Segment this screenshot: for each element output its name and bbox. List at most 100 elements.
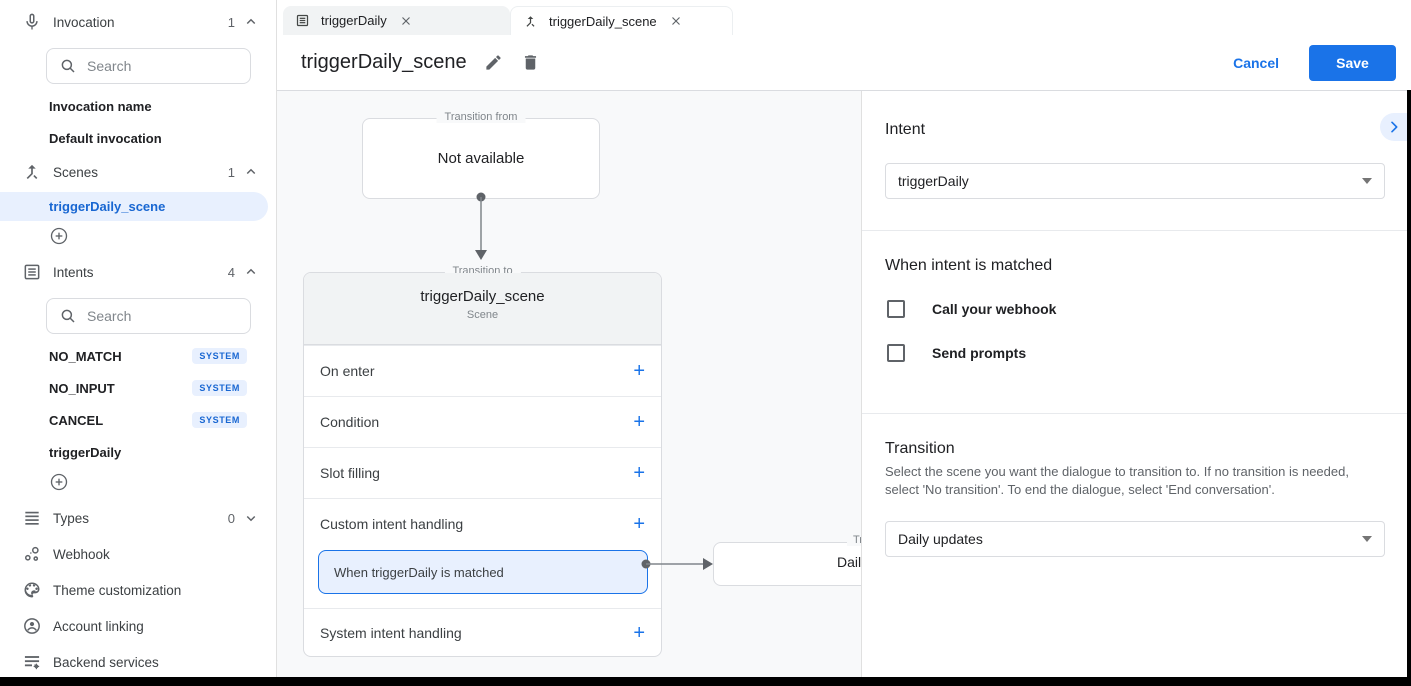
sidebar-item-no-match[interactable]: NO_MATCH SYSTEM [0, 340, 277, 372]
add-condition-button[interactable]: + [633, 411, 645, 433]
scene-node-title: triggerDaily_scene [420, 288, 545, 305]
sidebar-section-types[interactable]: Types 0 [0, 502, 277, 534]
sidebar-item-no-input[interactable]: NO_INPUT SYSTEM [0, 372, 277, 404]
invocation-search [46, 48, 251, 84]
item-label: Default invocation [49, 130, 162, 146]
item-label: Webhook [53, 546, 110, 562]
chevron-up-icon [241, 262, 261, 282]
search-icon [61, 309, 75, 323]
tab-triggerdaily-scene[interactable]: triggerDaily_scene [510, 6, 733, 35]
sidebar-item-default-invocation[interactable]: Default invocation [0, 122, 277, 154]
tab-bar: triggerDaily triggerDaily_scene [283, 6, 733, 35]
target-value-clipped: Dail [837, 554, 861, 570]
plus-circle-icon [50, 227, 68, 245]
section-label: Types [53, 510, 90, 526]
intent-select-value: triggerDaily [898, 173, 969, 189]
sidebar-section-invocation[interactable]: Invocation 1 [0, 6, 277, 38]
row-label: On enter [320, 363, 375, 379]
intent-list-icon [295, 13, 311, 29]
system-badge: SYSTEM [192, 380, 247, 396]
row-label: Slot filling [320, 465, 380, 481]
target-legend-clipped: Tr [847, 534, 861, 546]
cancel-button[interactable]: Cancel [1233, 54, 1279, 71]
transition-target-node-clipped: Tr Dail [713, 534, 861, 589]
intents-search-input[interactable] [87, 308, 240, 324]
intent-select[interactable]: triggerDaily [885, 163, 1385, 199]
palette-icon [20, 578, 44, 602]
chevron-right-icon [1391, 121, 1398, 133]
row-system-intent-handling: System intent handling + [304, 608, 661, 656]
sidebar-item-triggerdaily-scene[interactable]: triggerDaily_scene [0, 192, 268, 221]
dropdown-caret-icon [1362, 178, 1372, 184]
handler-label: When triggerDaily is matched [334, 564, 504, 580]
row-custom-intent-handling: Custom intent handling + [304, 498, 661, 548]
section-label: Intents [53, 264, 94, 280]
collapse-panel-button[interactable] [1380, 113, 1407, 141]
intent-handler-node-selected[interactable]: When triggerDaily is matched [318, 550, 648, 594]
dropdown-caret-icon [1362, 536, 1372, 542]
call-webhook-option[interactable]: Call your webhook [885, 300, 1384, 318]
add-scene-button[interactable] [49, 226, 69, 246]
sidebar-item-cancel-intent[interactable]: CANCEL SYSTEM [0, 404, 277, 436]
section-count: 4 [227, 264, 235, 280]
add-system-intent-button[interactable]: + [633, 621, 645, 644]
close-icon[interactable] [669, 14, 683, 28]
transition-heading: Transition [885, 440, 955, 457]
row-label: System intent handling [320, 624, 462, 641]
transition-help-text: Select the scene you want the dialogue t… [885, 464, 1349, 497]
sidebar-item-backend-services[interactable]: Backend services [0, 646, 277, 678]
system-badge: SYSTEM [192, 348, 247, 364]
row-condition: Condition + [304, 396, 661, 447]
add-on-enter-button[interactable]: + [633, 360, 645, 382]
checkbox-label: Send prompts [932, 345, 1027, 361]
system-badge: SYSTEM [192, 412, 247, 428]
item-label: NO_MATCH [49, 348, 122, 364]
scene-node-header: triggerDaily_scene Scene [304, 273, 661, 345]
sidebar-item-theme-customization[interactable]: Theme customization [0, 574, 277, 606]
custom-intent-section: Custom intent handling + When triggerDai… [304, 498, 661, 594]
delete-icon[interactable] [521, 53, 541, 73]
sidebar-item-webhook[interactable]: Webhook [0, 538, 277, 570]
chevron-down-icon [241, 508, 261, 528]
transition-select[interactable]: Daily updates [885, 521, 1385, 557]
backend-services-icon [20, 650, 44, 674]
add-intent-button[interactable] [49, 472, 69, 492]
checkbox-label: Call your webhook [932, 301, 1057, 317]
mic-icon [20, 10, 44, 34]
scene-node-subtitle: Scene [466, 309, 499, 321]
window-edge-right [1407, 90, 1411, 677]
send-prompts-option[interactable]: Send prompts [885, 344, 1384, 362]
tab-label: triggerDaily_scene [549, 13, 657, 29]
add-custom-intent-button[interactable]: + [633, 512, 645, 535]
sidebar-section-intents[interactable]: Intents 4 [0, 256, 277, 288]
send-prompts-checkbox[interactable] [887, 344, 905, 362]
section-count: 0 [227, 510, 235, 526]
transition-target-box [713, 542, 861, 586]
scene-toolbar: triggerDaily_scene Cancel Save [277, 35, 1411, 90]
account-circle-icon [20, 614, 44, 638]
window-edge-bottom [0, 677, 1411, 686]
item-label: triggerDaily_scene [49, 199, 166, 214]
tab-label: triggerDaily [321, 13, 387, 28]
scene-merge-icon [523, 13, 539, 29]
sidebar-item-triggerdaily-intent[interactable]: triggerDaily [0, 436, 277, 468]
save-button[interactable]: Save [1309, 44, 1396, 81]
add-slot-filling-button[interactable]: + [633, 462, 645, 484]
reorder-icon [20, 506, 44, 530]
close-icon[interactable] [399, 14, 413, 28]
sidebar-item-account-linking[interactable]: Account linking [0, 610, 277, 642]
intent-details-panel: Intent triggerDaily When intent is match… [861, 91, 1407, 677]
sidebar-section-scenes[interactable]: Scenes 1 [0, 156, 277, 188]
invocation-search-input[interactable] [87, 58, 240, 74]
panel-divider [862, 413, 1407, 414]
transition-from-legend: Transition from [436, 111, 526, 123]
chevron-up-icon [241, 162, 261, 182]
tab-triggerdaily[interactable]: triggerDaily [283, 6, 510, 35]
sidebar-item-invocation-name[interactable]: Invocation name [0, 90, 277, 122]
section-label: Invocation [53, 14, 115, 30]
edit-icon[interactable] [484, 53, 504, 73]
call-webhook-checkbox[interactable] [887, 300, 905, 318]
when-matched-heading: When intent is matched [885, 257, 1053, 274]
row-label: Condition [320, 414, 380, 430]
